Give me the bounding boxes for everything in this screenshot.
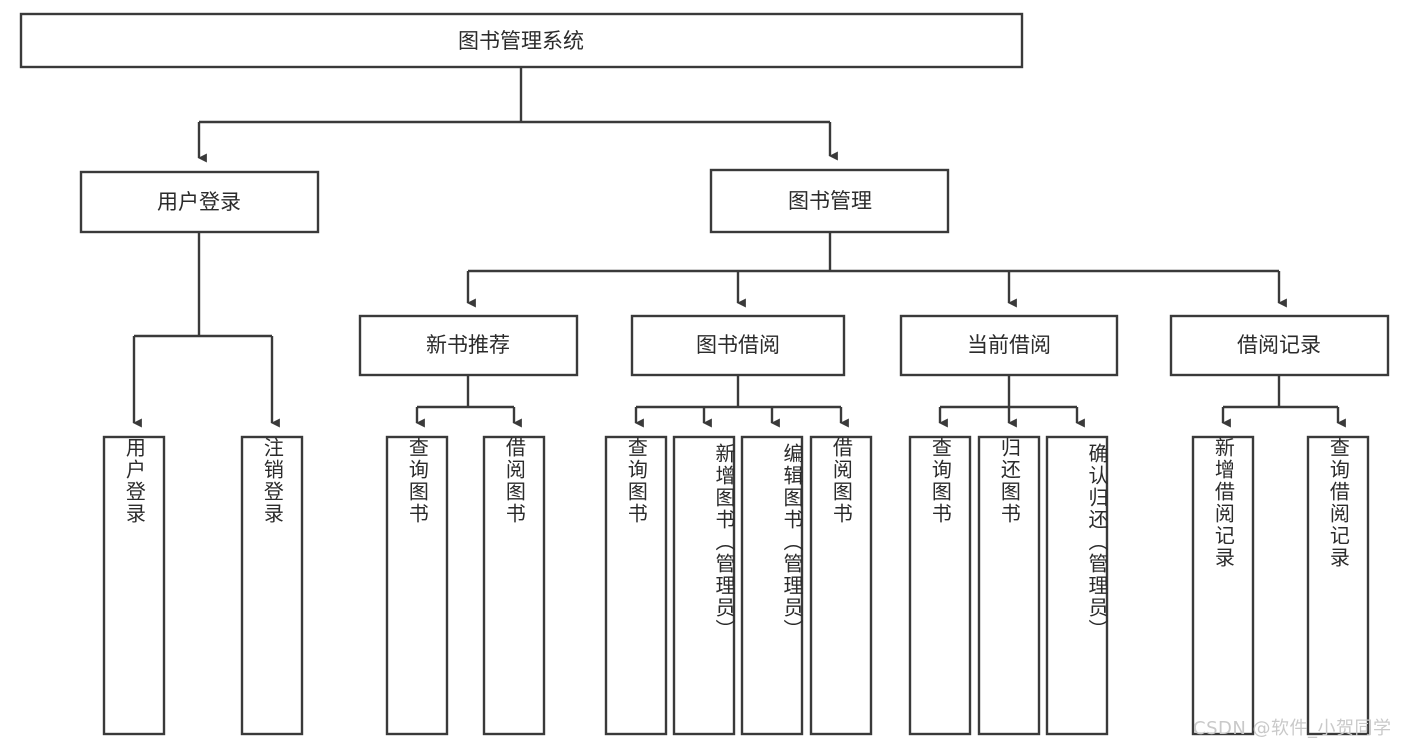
node-new-book-recommend-label: 新书推荐 — [426, 333, 510, 357]
node-book-manage-box[interactable] — [709, 168, 950, 234]
leaf-box-add-record[interactable] — [1191, 435, 1255, 736]
leaf-box-query-book-2[interactable] — [604, 435, 668, 736]
node-book-borrow-box[interactable] — [630, 314, 846, 377]
leaf-box-borrow-book-2[interactable] — [809, 435, 873, 736]
node-book-borrow-label: 图书借阅 — [696, 333, 780, 357]
node-current-borrow-label: 当前借阅 — [967, 333, 1051, 357]
leaf-box-user-logout[interactable] — [240, 435, 304, 736]
node-borrow-record-box[interactable] — [1169, 314, 1390, 377]
leaf-box-confirm-return[interactable] — [1045, 435, 1109, 736]
leaf-box-query-record[interactable] — [1306, 435, 1370, 736]
node-current-borrow-box[interactable] — [899, 314, 1119, 377]
leaf-box-return-book[interactable] — [977, 435, 1041, 736]
leaf-box-add-book[interactable] — [672, 435, 736, 736]
node-user-login-label: 用户登录 — [157, 190, 241, 214]
node-new-book-recommend-box[interactable] — [358, 314, 579, 377]
leaf-box-user-login[interactable] — [102, 435, 166, 736]
node-borrow-record-label: 借阅记录 — [1237, 333, 1321, 357]
leaf-box-borrow-book-1[interactable] — [482, 435, 546, 736]
node-book-manage-label: 图书管理 — [788, 189, 872, 213]
leaf-box-edit-book[interactable] — [740, 435, 804, 736]
node-root-box[interactable] — [19, 12, 1024, 69]
watermark-text: CSDN @软件_小贺同学 — [1193, 718, 1392, 739]
leaf-box-query-book-1[interactable] — [385, 435, 449, 736]
leaf-box-query-book-3[interactable] — [908, 435, 972, 736]
node-root-label: 图书管理系统 — [458, 29, 584, 53]
